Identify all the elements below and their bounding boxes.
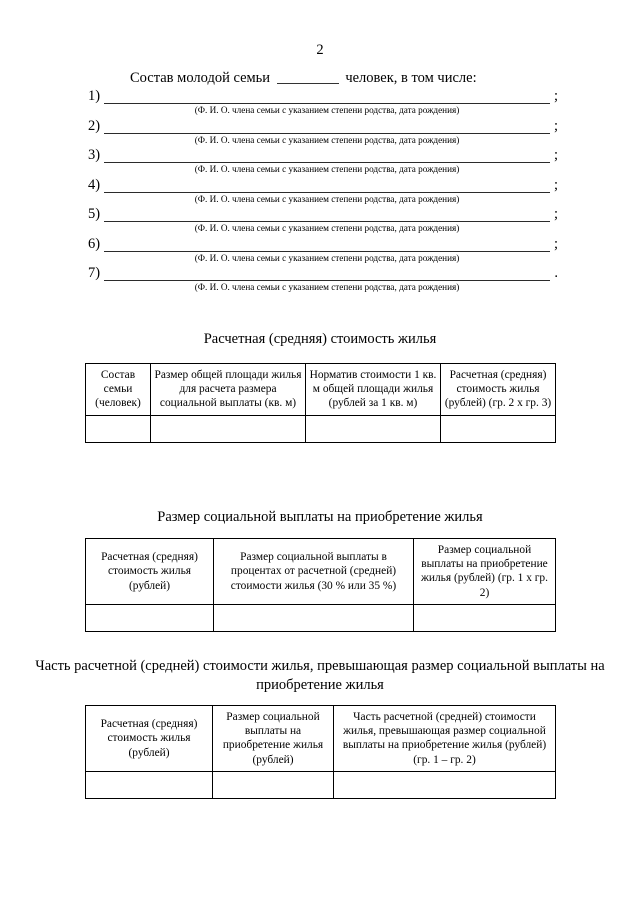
entry-terminator: ; [553,117,558,134]
table-row [85,770,556,799]
entry-caption: (Ф. И. О. члена семьи с указанием степен… [194,193,460,204]
entry-terminator: ; [553,206,558,222]
estimated-housing-cost-table: Состав семьи (человек) Размер общей площ… [85,363,556,443]
entry-fill-line[interactable] [104,280,550,281]
cell-payment-amount[interactable] [212,770,334,799]
family-member-entry: 1) ; (Ф. И. О. члена семьи с указанием с… [88,88,558,118]
cell-total-area[interactable] [150,414,306,443]
entry-terminator: ; [553,176,558,193]
family-member-entry: 3) ; (Ф. И. О. члена семьи с указанием с… [88,147,558,177]
column-header-total-area: Размер общей площади жилья для расчета р… [150,363,306,416]
cell-estimated-cost[interactable] [85,770,213,799]
entry-terminator: ; [553,235,558,252]
entry-number: 7) [88,265,101,281]
family-member-entry: 6) ; (Ф. И. О. члена семьи с указанием с… [88,236,558,266]
table-2-title: Размер социальной выплаты на приобретени… [157,509,483,525]
entry-terminator: . [554,265,558,281]
family-member-entries: 1) ; (Ф. И. О. члена семьи с указанием с… [88,88,558,295]
entry-fill-line[interactable] [104,162,550,163]
entry-number: 6) [88,235,101,252]
social-payment-amount-table: Расчетная (средняя) стоимость жилья (руб… [85,538,556,632]
entry-number: 4) [88,176,101,193]
cell-excess-amount[interactable] [333,770,556,799]
cell-cost-norm[interactable] [305,414,441,443]
intro-text-after: человек, в том числе: [345,70,477,86]
entry-terminator: ; [553,88,558,104]
cell-payment-percent[interactable] [213,603,414,632]
entry-caption: (Ф. И. О. члена семьи с указанием степен… [194,164,460,174]
entry-terminator: ; [553,147,558,163]
column-header-payment-percent: Размер социальной выплаты в процентах от… [213,538,414,605]
entry-caption: (Ф. И. О. члена семьи с указанием степен… [194,105,460,115]
family-member-entry: 5) ; (Ф. И. О. члена семьи с указанием с… [88,206,558,236]
cell-family-size[interactable] [85,414,151,443]
table-1-title: Расчетная (средняя) стоимость жилья [203,331,437,347]
table-header-row: Расчетная (средняя) стоимость жилья (руб… [85,538,556,605]
entry-number: 1) [88,88,101,104]
column-header-family-size: Состав семьи (человек) [85,363,151,416]
entry-caption: (Ф. И. О. члена семьи с указанием степен… [194,282,460,292]
entry-number: 3) [88,147,101,163]
column-header-payment-amount: Размер социальной выплаты на приобретени… [212,705,334,772]
family-member-entry: 2) ; (Ф. И. О. члена семьи с указанием с… [88,118,558,148]
column-header-estimated-cost: Расчетная (средняя) стоимость жилья (руб… [85,705,213,772]
table-row [85,414,556,443]
column-header-estimated-cost: Расчетная (средняя) стоимость жилья (руб… [85,538,214,605]
table-3-title: Часть расчетной (средней) стоимости жиль… [35,658,605,693]
entry-fill-line[interactable] [104,103,550,104]
cell-estimated-cost[interactable] [440,414,556,443]
entry-caption: (Ф. И. О. члена семьи с указанием степен… [194,134,460,145]
table-row [85,603,556,632]
table-header-row: Состав семьи (человек) Размер общей площ… [85,363,556,416]
family-member-entry: 4) ; (Ф. И. О. члена семьи с указанием с… [88,177,558,207]
table-header-row: Расчетная (средняя) стоимость жилья (руб… [85,705,556,772]
column-header-estimated-cost: Расчетная (средняя) стоимость жилья (руб… [440,363,556,416]
column-header-payment-amount: Размер социальной выплаты на приобретени… [413,538,556,605]
family-size-blank[interactable] [276,83,339,84]
entry-fill-line[interactable] [104,221,550,222]
excess-cost-table: Расчетная (средняя) стоимость жилья (руб… [85,705,556,799]
page-number: 2 [316,42,324,58]
entry-fill-line[interactable] [104,250,550,252]
entry-number: 5) [88,206,101,222]
cell-estimated-cost[interactable] [85,603,214,632]
entry-fill-line[interactable] [104,191,550,193]
column-header-cost-norm: Норматив стоимости 1 кв. м общей площади… [305,363,441,416]
cell-payment-amount[interactable] [413,603,556,632]
entry-fill-line[interactable] [104,132,550,134]
column-header-excess-amount: Часть расчетной (средней) стоимости жиль… [333,705,556,772]
entry-caption: (Ф. И. О. члена семьи с указанием степен… [194,223,460,233]
entry-caption: (Ф. И. О. члена семьи с указанием степен… [194,252,460,263]
entry-number: 2) [88,117,101,134]
intro-text-before: Состав молодой семьи [130,70,271,86]
family-member-entry: 7) . (Ф. И. О. члена семьи с указанием с… [88,265,558,295]
family-composition-line: Состав молодой семьи человек, в том числ… [130,70,477,87]
